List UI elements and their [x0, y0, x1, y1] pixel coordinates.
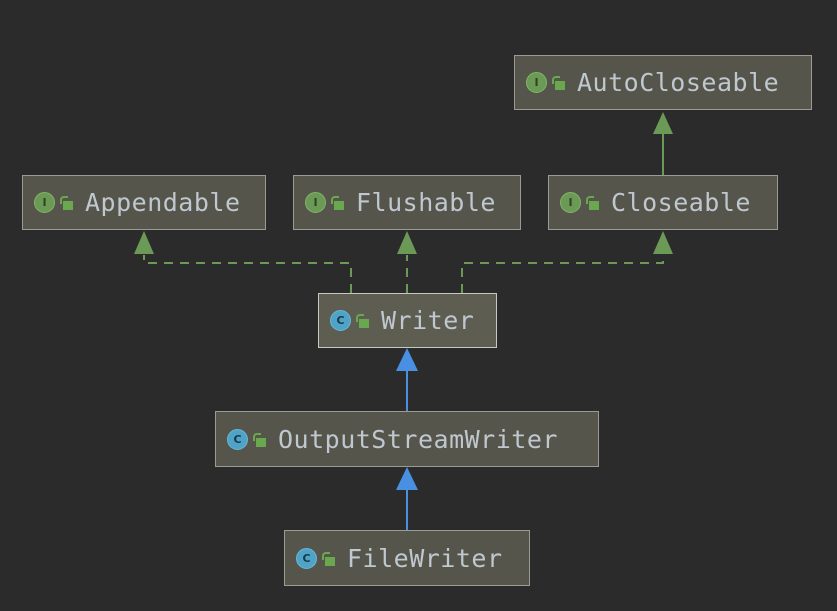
interface-icon: I	[34, 192, 55, 213]
edge-outputstreamwriter-extends-writer	[396, 348, 418, 411]
public-unlocked-padlock-icon	[552, 75, 565, 90]
public-unlocked-padlock-icon	[253, 432, 266, 447]
node-label: Flushable	[356, 188, 496, 217]
node-label: OutputStreamWriter	[278, 424, 558, 454]
node-flushable[interactable]: I Flushable	[293, 175, 521, 230]
node-outputstreamwriter[interactable]: C OutputStreamWriter	[215, 411, 599, 467]
node-autocloseable[interactable]: I AutoCloseable	[514, 55, 812, 110]
node-appendable[interactable]: I Appendable	[22, 175, 266, 230]
class-icon: C	[330, 310, 351, 331]
edge-writer-implements-appendable	[134, 231, 352, 293]
edge-writer-implements-closeable	[461, 231, 673, 293]
interface-icon: I	[526, 72, 547, 93]
node-label: FileWriter	[347, 543, 503, 573]
node-label: Appendable	[85, 188, 241, 217]
node-label: Writer	[381, 306, 475, 335]
public-unlocked-padlock-icon	[60, 195, 73, 210]
edge-closeable-extends-autocloseable	[653, 112, 673, 175]
node-closeable[interactable]: I Closeable	[548, 175, 778, 230]
node-filewriter[interactable]: C FileWriter	[284, 530, 530, 586]
class-icon: C	[227, 428, 248, 450]
node-label: AutoCloseable	[577, 68, 780, 97]
node-writer[interactable]: C Writer	[318, 293, 497, 348]
edge-filewriter-extends-outputstreamwriter	[396, 467, 418, 530]
interface-icon: I	[305, 192, 326, 213]
public-unlocked-padlock-icon	[586, 195, 599, 210]
class-icon: C	[296, 547, 317, 569]
node-label: Closeable	[611, 188, 751, 217]
public-unlocked-padlock-icon	[331, 195, 344, 210]
edge-writer-implements-flushable	[397, 231, 417, 293]
public-unlocked-padlock-icon	[322, 551, 335, 566]
public-unlocked-padlock-icon	[356, 313, 369, 328]
interface-icon: I	[560, 192, 581, 213]
